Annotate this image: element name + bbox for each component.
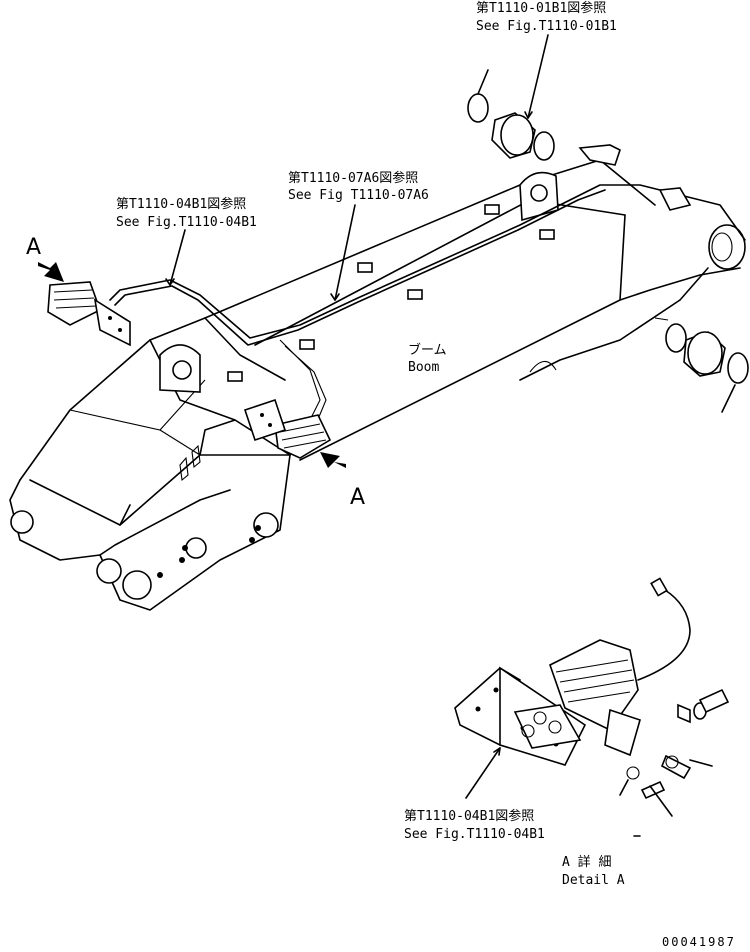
- view-arrow-lower: [320, 452, 346, 468]
- view-mark-lower: A: [350, 485, 365, 510]
- boom-label-jp: ブーム: [408, 342, 447, 358]
- ref-light-left-jp: 第T1110-04B1図参照: [116, 196, 246, 212]
- ref-bracket-en: See Fig.T1110-04B1: [404, 827, 545, 842]
- ref-pin-top-jp: 第T1110-01B1図参照: [476, 0, 606, 16]
- boom-label-en: Boom: [408, 360, 439, 375]
- work-light-right: [243, 398, 332, 459]
- pin-set-bottom: [654, 317, 749, 413]
- ref-light-left-en: See Fig.T1110-04B1: [116, 215, 257, 230]
- ref-harness-jp: 第T1110-07A6図参照: [288, 170, 418, 186]
- detail-a-assembly: [454, 577, 730, 837]
- view-arrow-upper: [38, 262, 64, 282]
- view-mark-upper: A: [26, 235, 41, 260]
- ref-harness-en: See Fig T1110-07A6: [288, 188, 429, 203]
- detail-title-jp: A 詳 細: [562, 854, 611, 870]
- wiring-harness: [109, 144, 746, 425]
- boom-body: [9, 159, 746, 611]
- ref-bracket-jp: 第T1110-04B1図参照: [404, 808, 534, 824]
- pin-set-top: [467, 69, 555, 161]
- detail-title-en: Detail A: [562, 873, 625, 888]
- leader-lines: [165, 34, 549, 799]
- drawing-number: 00041987: [662, 935, 736, 949]
- ref-pin-top-en: See Fig.T1110-01B1: [476, 19, 617, 34]
- work-light-left: [47, 281, 131, 347]
